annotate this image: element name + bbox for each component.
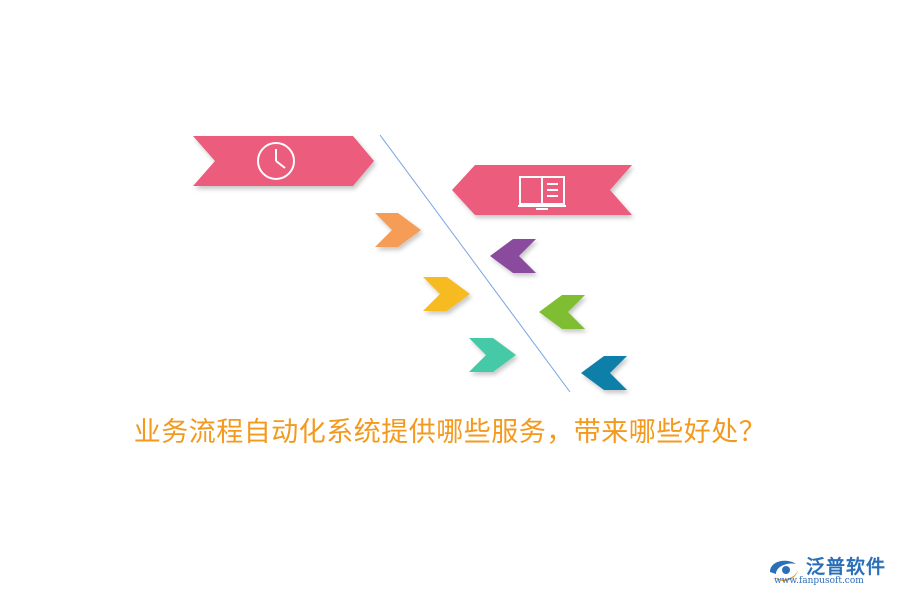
clock-icon: [257, 142, 295, 180]
chevron-orange: [375, 213, 421, 247]
brand-logo: [770, 560, 798, 582]
chevron-blue: [581, 356, 627, 390]
chevron-teal: [469, 338, 516, 372]
left-banner: [193, 136, 374, 186]
brand-name: 泛普软件: [806, 556, 887, 578]
divider-line: [379, 134, 571, 393]
page-title: 业务流程自动化系统提供哪些服务，带来哪些好处？: [133, 417, 767, 448]
chevron-green: [539, 295, 585, 329]
brand-url: www.fanpusoft.com: [774, 576, 864, 586]
chevron-purple: [490, 239, 536, 273]
brand-mark-icon: [770, 560, 798, 582]
chevron-yellow: [423, 277, 470, 311]
book-icon: [518, 176, 566, 210]
